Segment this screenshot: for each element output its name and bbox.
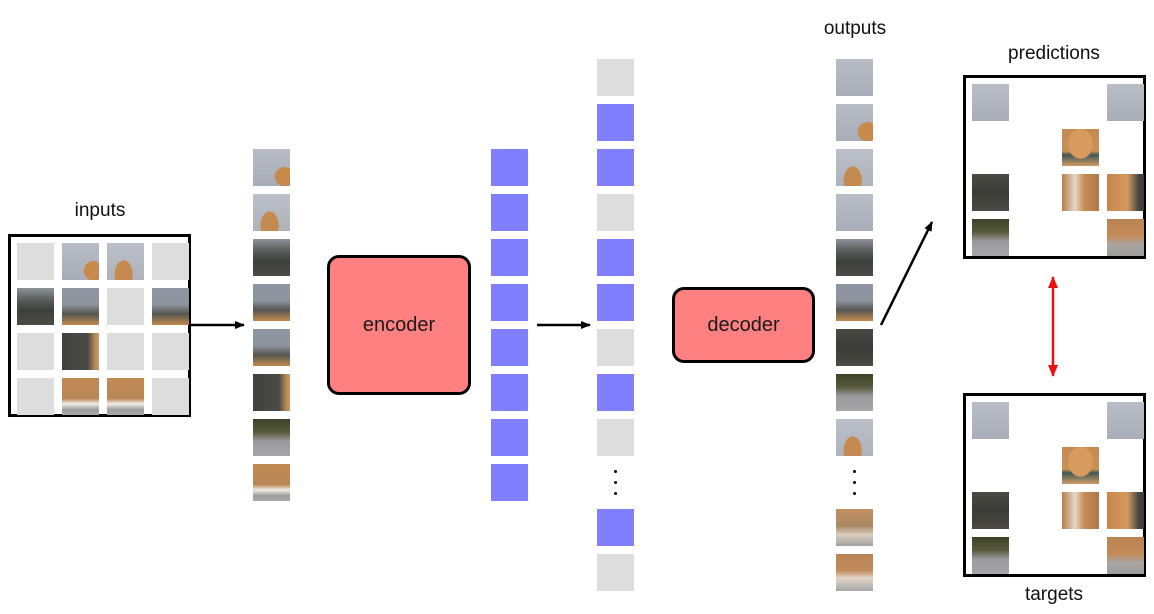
output-patch xyxy=(836,284,873,321)
input-patch xyxy=(107,243,144,280)
input-masked-patch xyxy=(152,378,189,415)
encoded-token xyxy=(491,374,528,411)
encoder-block: encoder xyxy=(327,255,471,395)
visible-patch xyxy=(253,329,290,366)
encoded-token xyxy=(491,464,528,501)
encoded-token xyxy=(491,284,528,321)
decoder-label: decoder xyxy=(707,313,780,336)
target-patch xyxy=(972,492,1009,529)
prediction-patch xyxy=(1107,174,1144,211)
output-patch xyxy=(836,509,873,546)
prediction-patch xyxy=(1062,174,1099,211)
visible-patch xyxy=(253,149,290,186)
target-patch xyxy=(1107,537,1144,574)
output-patch xyxy=(836,419,873,456)
decoder-block: decoder xyxy=(672,287,815,363)
target-patch xyxy=(1062,447,1099,484)
input-masked-patch xyxy=(107,288,144,325)
input-masked-patch xyxy=(152,333,189,370)
mask-token xyxy=(597,419,634,456)
outputs-label: outputs xyxy=(823,18,887,39)
output-patch xyxy=(836,239,873,276)
mask-token xyxy=(597,329,634,366)
input-masked-patch xyxy=(17,333,54,370)
prediction-patch xyxy=(972,219,1009,256)
encoded-token xyxy=(597,239,634,276)
input-patch xyxy=(62,378,99,415)
mask-token xyxy=(597,554,634,591)
prediction-patch xyxy=(972,84,1009,121)
prediction-patch xyxy=(972,174,1009,211)
input-patch xyxy=(62,288,99,325)
input-masked-patch xyxy=(17,378,54,415)
encoded-token xyxy=(491,419,528,456)
input-patch xyxy=(152,288,189,325)
visible-patch xyxy=(253,239,290,276)
encoded-token xyxy=(491,239,528,276)
prediction-patch xyxy=(1062,129,1099,166)
input-patch xyxy=(62,333,99,370)
output-patch xyxy=(836,329,873,366)
output-patch xyxy=(836,194,873,231)
predictions-image-grid xyxy=(963,75,1146,259)
encoded-token xyxy=(597,284,634,321)
input-patch xyxy=(17,288,54,325)
inputs-label: inputs xyxy=(74,200,126,221)
input-patch xyxy=(107,378,144,415)
target-patch xyxy=(1107,492,1144,529)
encoder-label: encoder xyxy=(362,313,436,336)
encoded-token xyxy=(597,149,634,186)
target-patch xyxy=(1107,402,1144,439)
visible-patch xyxy=(253,464,290,501)
output-patch xyxy=(836,374,873,411)
encoded-token xyxy=(491,329,528,366)
encoded-token xyxy=(491,149,528,186)
target-patch xyxy=(972,402,1009,439)
mask-token xyxy=(597,194,634,231)
output-patch xyxy=(836,104,873,141)
encoded-token xyxy=(491,194,528,231)
ellipsis-dots xyxy=(836,464,873,501)
input-masked-patch xyxy=(152,243,189,280)
targets-label: targets xyxy=(1024,584,1084,605)
output-patch xyxy=(836,59,873,96)
inputs-image-grid xyxy=(8,234,191,417)
mask-token xyxy=(597,59,634,96)
input-masked-patch xyxy=(107,333,144,370)
predictions-label: predictions xyxy=(1008,43,1100,64)
visible-patch xyxy=(253,419,290,456)
input-masked-patch xyxy=(17,243,54,280)
ellipsis-dots xyxy=(597,464,634,501)
output-patch xyxy=(836,149,873,186)
input-patch xyxy=(62,243,99,280)
targets-image-grid xyxy=(963,393,1146,577)
prediction-patch xyxy=(1107,84,1144,121)
encoded-token xyxy=(597,374,634,411)
visible-patch xyxy=(253,194,290,231)
output-patch xyxy=(836,554,873,591)
target-patch xyxy=(972,537,1009,574)
arrow-outputs-to-predictions xyxy=(879,221,934,326)
prediction-patch xyxy=(1107,219,1144,256)
target-patch xyxy=(1062,492,1099,529)
encoded-token xyxy=(597,104,634,141)
visible-patch xyxy=(253,284,290,321)
visible-patch xyxy=(253,374,290,411)
encoded-token xyxy=(597,509,634,546)
